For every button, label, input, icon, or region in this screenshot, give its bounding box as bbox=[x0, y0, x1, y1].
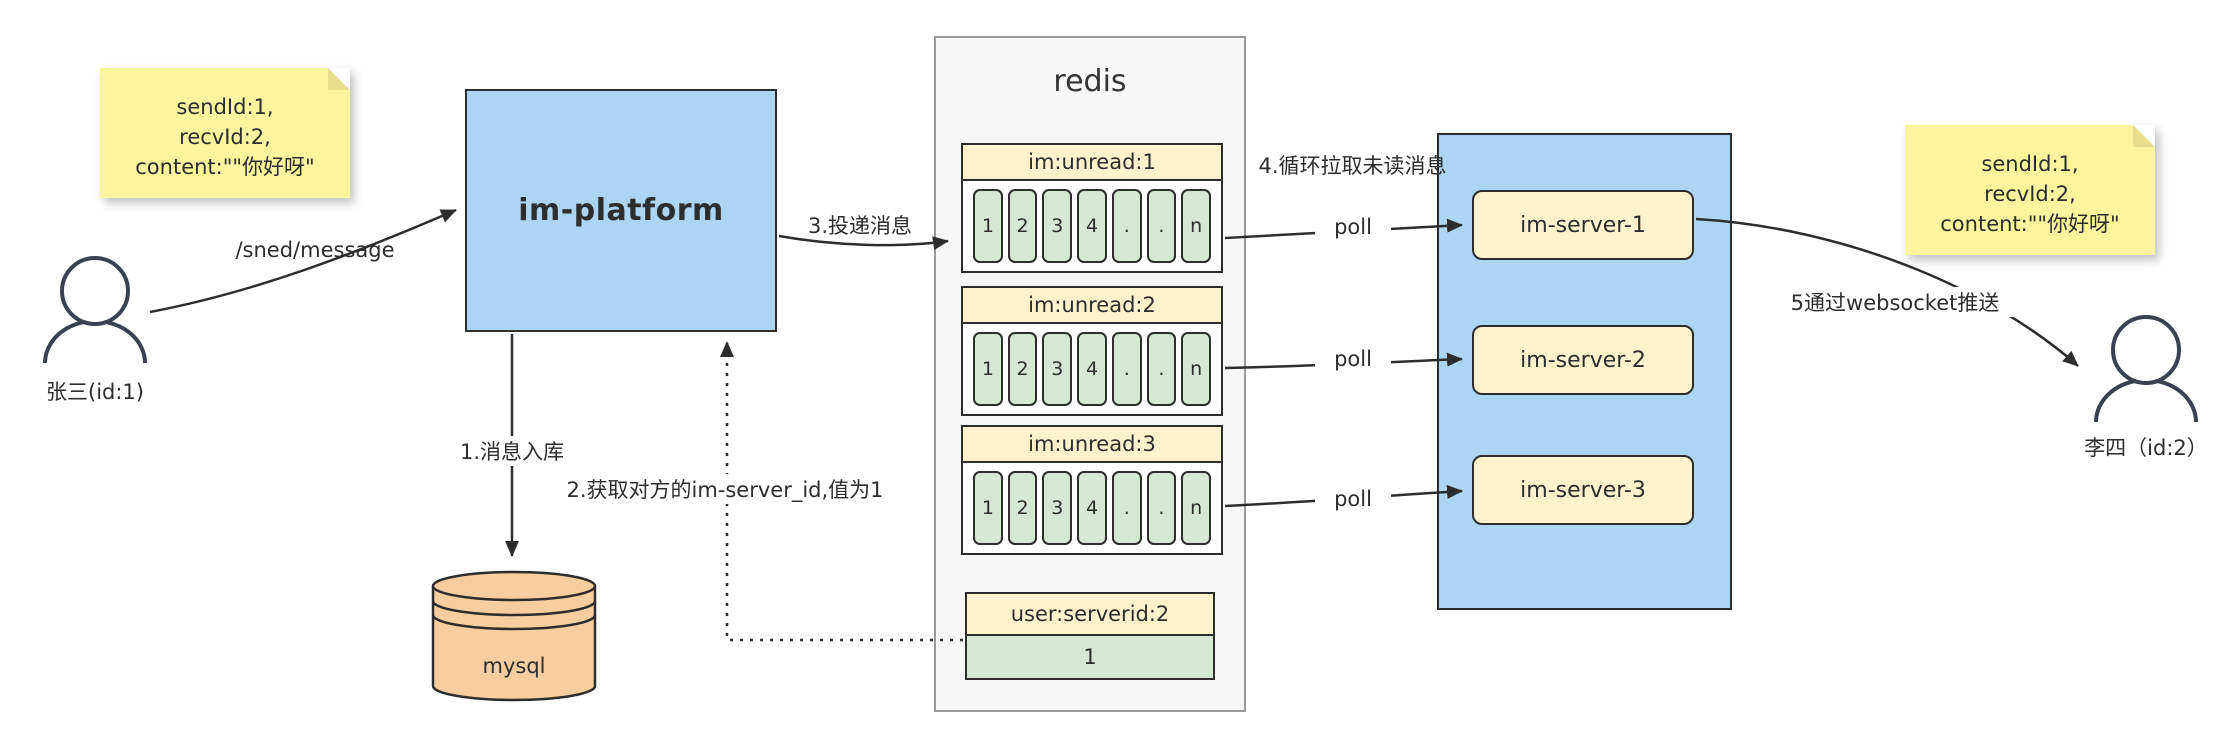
im-server-2-label: im-server-2 bbox=[1520, 347, 1646, 373]
queue-cell: 3 bbox=[1042, 471, 1073, 545]
sender-user-icon bbox=[43, 256, 147, 364]
queue-cell: . bbox=[1111, 189, 1142, 263]
user-serverid-box: user:serverid:2 1 bbox=[965, 592, 1215, 680]
queue-cell: n bbox=[1181, 332, 1212, 406]
message-note-right: sendId:1, recvId:2, content:""你好呀" bbox=[1905, 125, 2155, 255]
im-server-2-box: im-server-2 bbox=[1472, 325, 1694, 395]
note-line: recvId:2, bbox=[1984, 182, 2076, 206]
queue-cell: 1 bbox=[973, 189, 1003, 263]
queue-cell: . bbox=[1111, 471, 1142, 545]
note-line: content:""你好呀" bbox=[135, 155, 315, 179]
send-message-label: /sned/message bbox=[235, 238, 395, 262]
lookup-serverid-label: 2.获取对方的im-server_id,值为1 bbox=[540, 474, 910, 504]
queue-cell: 4 bbox=[1077, 332, 1107, 406]
queue-title: im:unread:2 bbox=[963, 288, 1221, 324]
queue-cell: 3 bbox=[1042, 332, 1073, 406]
im-platform-box: im-platform bbox=[465, 89, 777, 332]
queue-cell: 1 bbox=[973, 471, 1003, 545]
queue-title: im:unread:3 bbox=[963, 427, 1221, 463]
im-server-1-box: im-server-1 bbox=[1472, 190, 1694, 260]
queue-cell: 1 bbox=[973, 332, 1003, 406]
queue-cell: 2 bbox=[1007, 471, 1038, 545]
queue-cell: . bbox=[1146, 471, 1177, 545]
queue-cell: . bbox=[1111, 332, 1142, 406]
poll-loop-label: 4.循环拉取未读消息 bbox=[1258, 154, 1447, 178]
queue-im-unread-1: im:unread:1 1 2 3 4 . . n bbox=[961, 143, 1223, 273]
queue-cell: 2 bbox=[1007, 332, 1038, 406]
websocket-push-label: 5通过websocket推送 bbox=[1740, 287, 2050, 317]
queue-cell: . bbox=[1146, 332, 1177, 406]
queue-cell: 3 bbox=[1042, 189, 1073, 263]
store-message-label: 1.消息入库 bbox=[430, 436, 594, 466]
poll-label-1: poll bbox=[1315, 215, 1391, 239]
queue-cell: . bbox=[1146, 189, 1177, 263]
receiver-user-icon bbox=[2094, 315, 2198, 423]
message-note-left: sendId:1, recvId:2, content:""你好呀" bbox=[100, 68, 350, 198]
queue-cell: n bbox=[1181, 471, 1212, 545]
note-line: content:""你好呀" bbox=[1940, 212, 2120, 236]
note-line: sendId:1, bbox=[1981, 152, 2079, 176]
user-serverid-title: user:serverid:2 bbox=[967, 594, 1213, 636]
queue-cell: 2 bbox=[1007, 189, 1038, 263]
queue-cells: 1 2 3 4 . . n bbox=[963, 324, 1221, 414]
queue-cell: 4 bbox=[1077, 471, 1107, 545]
queue-cell: 4 bbox=[1077, 189, 1107, 263]
mysql-database-icon bbox=[431, 570, 597, 702]
receiver-label: 李四（id:2） bbox=[2084, 436, 2208, 460]
queue-im-unread-2: im:unread:2 1 2 3 4 . . n bbox=[961, 286, 1223, 416]
mysql-label: mysql bbox=[482, 654, 546, 678]
im-server-3-label: im-server-3 bbox=[1520, 477, 1646, 503]
note-line: sendId:1, bbox=[176, 95, 274, 119]
note-line: recvId:2, bbox=[179, 125, 271, 149]
queue-cells: 1 2 3 4 . . n bbox=[963, 181, 1221, 271]
queue-title: im:unread:1 bbox=[963, 145, 1221, 181]
user-serverid-value: 1 bbox=[967, 636, 1213, 678]
queue-im-unread-3: im:unread:3 1 2 3 4 . . n bbox=[961, 425, 1223, 555]
im-server-3-box: im-server-3 bbox=[1472, 455, 1694, 525]
deliver-message-label: 3.投递消息 bbox=[807, 214, 913, 238]
poll-label-2: poll bbox=[1315, 347, 1391, 371]
sender-label: 张三(id:1) bbox=[46, 380, 144, 404]
queue-cell: n bbox=[1181, 189, 1212, 263]
poll-label-3: poll bbox=[1315, 487, 1391, 511]
redis-title: redis bbox=[1053, 64, 1127, 99]
queue-cells: 1 2 3 4 . . n bbox=[963, 463, 1221, 553]
im-server-1-label: im-server-1 bbox=[1520, 212, 1646, 238]
im-platform-label: im-platform bbox=[518, 193, 724, 228]
